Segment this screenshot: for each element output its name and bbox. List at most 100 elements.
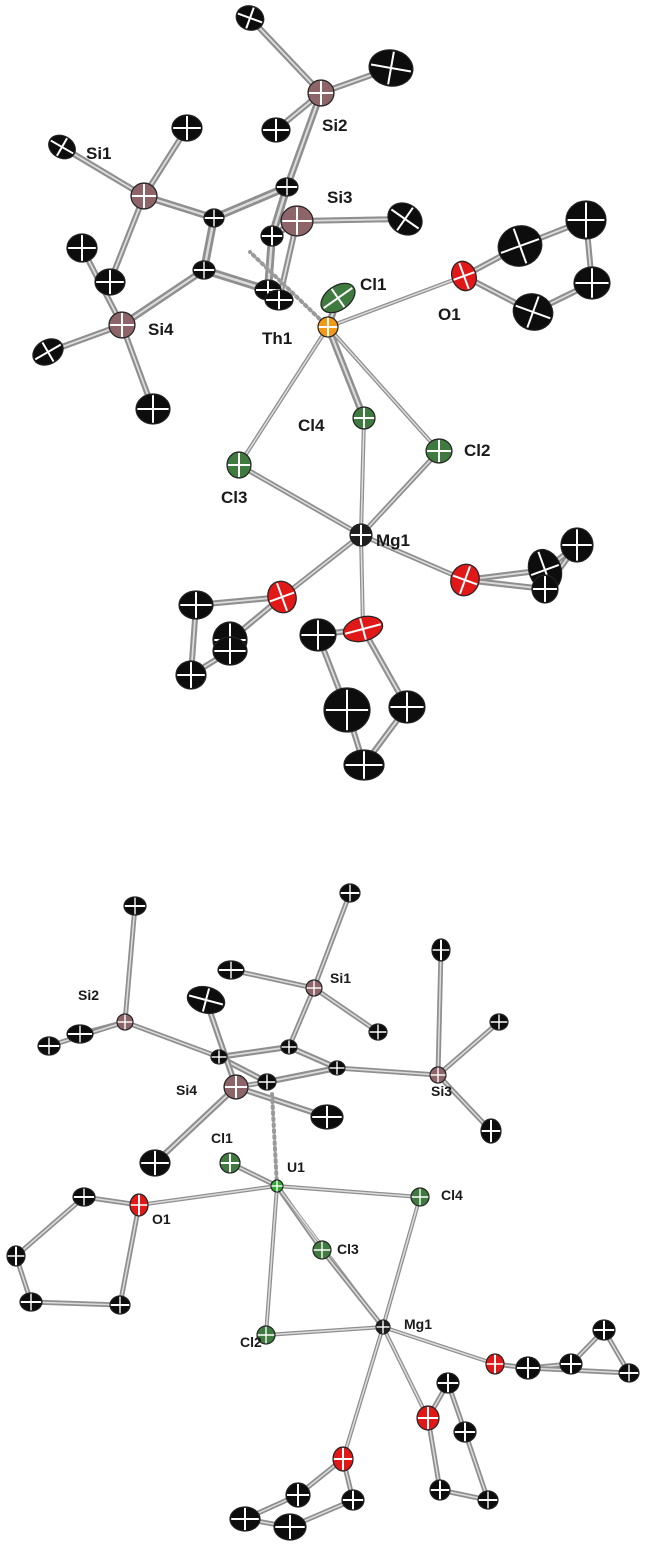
th-atom-Cl2 bbox=[425, 438, 453, 464]
th-atom-Si3 bbox=[280, 205, 314, 237]
u-atom-C43 bbox=[139, 1149, 171, 1177]
u-atom-O1 bbox=[129, 1193, 149, 1217]
u-atom-T3a bbox=[436, 1372, 460, 1394]
u-centroid-interaction bbox=[270, 1091, 279, 1188]
u-bond-highlight bbox=[437, 949, 442, 1076]
u-atom-O4 bbox=[332, 1446, 354, 1472]
u-bond-highlight bbox=[230, 969, 315, 989]
th-atom-C41 bbox=[66, 233, 98, 263]
th-atom-T4b bbox=[323, 687, 371, 733]
th-atom-T4c bbox=[388, 690, 426, 724]
u-bond-highlight bbox=[437, 1074, 492, 1132]
th-bond-highlight bbox=[285, 91, 323, 189]
th-atom-Th1 bbox=[317, 316, 339, 338]
u-atom-T2d bbox=[618, 1363, 640, 1383]
th-bond-highlight bbox=[238, 326, 329, 466]
u-bond-highlight bbox=[382, 1326, 429, 1419]
u-atom-C21 bbox=[123, 896, 147, 916]
label-si2: Si2 bbox=[322, 116, 348, 135]
th-atom-C22 bbox=[368, 49, 414, 87]
u-atom-R2 bbox=[210, 1049, 228, 1065]
u-atom-T3b bbox=[453, 1421, 477, 1443]
u-atom-C32 bbox=[489, 1013, 509, 1031]
label-o1: O1 bbox=[152, 1211, 171, 1227]
u-atom-T3d bbox=[477, 1490, 499, 1510]
label-si3: Si3 bbox=[327, 188, 353, 207]
label-cl4: Cl4 bbox=[298, 416, 325, 435]
u-atom-Si3 bbox=[429, 1066, 447, 1084]
th-atom-T2b bbox=[560, 527, 594, 563]
label-cl3: Cl3 bbox=[221, 488, 247, 507]
th-atom-C23 bbox=[261, 117, 291, 143]
th-bond-highlight bbox=[212, 185, 289, 220]
label-cl1: Cl1 bbox=[211, 1130, 233, 1146]
atoms-uranium-complex bbox=[6, 883, 640, 1541]
u-bond-highlight bbox=[218, 1046, 290, 1058]
u-atom-T4b bbox=[341, 1489, 365, 1511]
th-atom-C31 bbox=[387, 202, 423, 236]
th-bond-highlight bbox=[360, 450, 440, 536]
th-atom-Si1 bbox=[130, 182, 158, 210]
u-atom-T3c bbox=[429, 1479, 451, 1501]
th-atom-R5 bbox=[260, 225, 284, 247]
th-atom-Cl1 bbox=[320, 282, 356, 314]
u-bond-highlight bbox=[266, 1067, 338, 1083]
u-atom-Cl3 bbox=[312, 1240, 332, 1260]
u-atom-Cl4 bbox=[410, 1187, 430, 1207]
labels-uranium-complex: Si2 Si1 Si4 Si3 Cl1 U1 O1 Cl4 Cl3 Cl2 Mg… bbox=[78, 970, 463, 1350]
u-atom-C23 bbox=[37, 1036, 61, 1056]
u-bond-highlight bbox=[15, 1196, 85, 1257]
u-atom-O3 bbox=[416, 1405, 440, 1431]
u-atom-Si4 bbox=[223, 1074, 249, 1100]
u-atom-U1 bbox=[270, 1179, 284, 1193]
u-atom-T2b bbox=[559, 1353, 583, 1375]
u-bond-highlight bbox=[154, 1086, 237, 1164]
u-bond-highlight bbox=[124, 905, 136, 1023]
u-bond-highlight bbox=[464, 1431, 489, 1501]
u-atom-T1a bbox=[72, 1187, 96, 1207]
th-atom-Cl3 bbox=[226, 451, 252, 479]
th-atom-T3c bbox=[212, 636, 248, 666]
th-atom-Si4 bbox=[108, 311, 136, 339]
u-bond-highlight bbox=[276, 1185, 421, 1198]
u-bond-highlight bbox=[336, 1067, 439, 1076]
label-si2: Si2 bbox=[78, 987, 99, 1003]
th-atom-R3 bbox=[192, 260, 216, 280]
u-atom-T4d bbox=[273, 1513, 307, 1541]
u-atom-T2c bbox=[592, 1319, 616, 1341]
th-bond-highlight bbox=[249, 17, 322, 94]
th-atom-C43 bbox=[135, 393, 171, 425]
label-cl1: Cl1 bbox=[360, 275, 386, 294]
u-atom-Si1 bbox=[305, 979, 323, 997]
u-bond-highlight bbox=[124, 1021, 220, 1058]
u-atom-Si2 bbox=[116, 1013, 134, 1031]
th-bond-highlight bbox=[327, 275, 465, 328]
label-mg1: Mg1 bbox=[404, 1316, 432, 1332]
labels-thorium-complex: Si1 Si2 Si3 Si4 Cl1 O1 Th1 Cl4 Cl2 Cl3 M… bbox=[86, 116, 490, 550]
th-bond-highlight bbox=[360, 417, 365, 536]
th-bond-highlight bbox=[238, 464, 362, 536]
th-atom-C42 bbox=[32, 338, 64, 366]
u-atom-T4c bbox=[229, 1506, 261, 1532]
th-atom-T3d bbox=[175, 660, 207, 690]
label-si4: Si4 bbox=[176, 1082, 197, 1098]
th-atom-T2c bbox=[531, 574, 559, 604]
th-bond-highlight bbox=[61, 146, 145, 197]
u-bond-highlight bbox=[288, 1046, 338, 1069]
th-atom-R2 bbox=[203, 208, 225, 228]
u-bond-highlight bbox=[288, 987, 315, 1048]
u-atom-R3 bbox=[257, 1073, 277, 1091]
th-atom-O1 bbox=[451, 260, 477, 292]
u-bond-highlight bbox=[313, 892, 351, 989]
th-bond-highlight bbox=[360, 534, 466, 581]
atoms-thorium-complex bbox=[32, 5, 611, 781]
u-atom-R1 bbox=[280, 1039, 298, 1055]
th-atom-C21 bbox=[235, 5, 265, 31]
u-bond-highlight bbox=[437, 1021, 500, 1076]
th-bond-highlight bbox=[327, 326, 440, 452]
label-cl2: Cl2 bbox=[464, 441, 490, 460]
label-o1: O1 bbox=[438, 305, 461, 324]
th-bond-highlight bbox=[120, 268, 206, 327]
